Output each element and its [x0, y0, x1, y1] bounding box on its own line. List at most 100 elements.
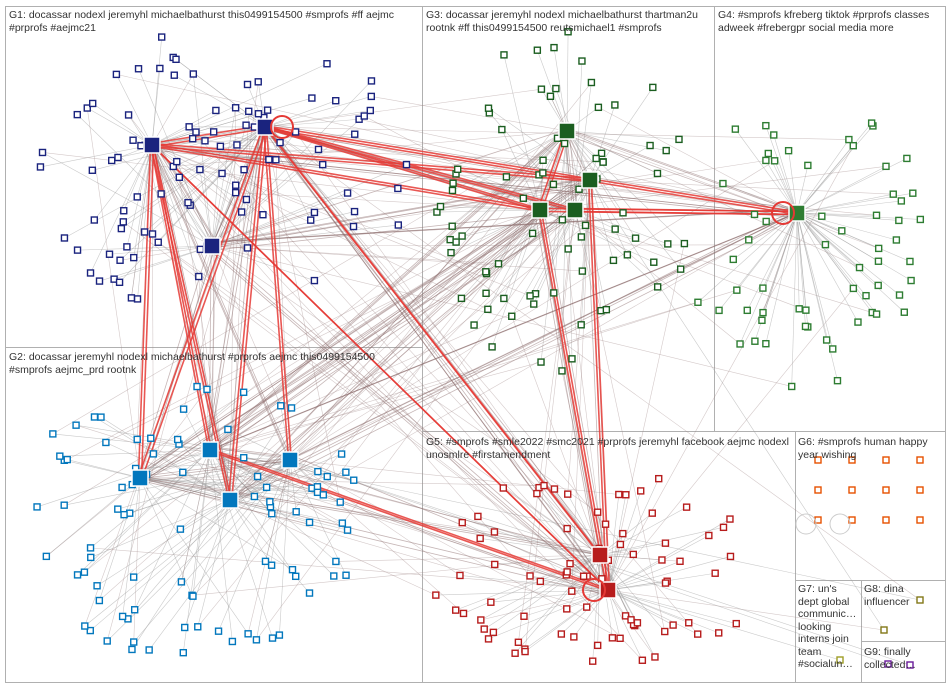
- edge: [762, 212, 798, 289]
- edge: [607, 494, 620, 591]
- node: [189, 70, 198, 78]
- node: [287, 404, 296, 412]
- node: [73, 246, 82, 254]
- node: [231, 104, 240, 112]
- node: [179, 405, 188, 413]
- node: [601, 520, 610, 528]
- node: [394, 221, 403, 229]
- edge: [788, 150, 798, 214]
- node: [42, 552, 51, 561]
- node: [342, 571, 350, 579]
- node: [134, 65, 143, 73]
- red-edges: [137, 124, 799, 593]
- edge: [796, 212, 879, 262]
- node: [682, 503, 691, 511]
- node: [550, 289, 558, 297]
- edge-bundle: [206, 123, 263, 447]
- node: [833, 376, 842, 385]
- edge: [461, 209, 541, 237]
- edge: [116, 74, 153, 146]
- edge: [455, 130, 568, 243]
- node: [651, 653, 659, 661]
- self-loop-g6-b: [829, 513, 851, 535]
- node: [675, 135, 683, 144]
- node: [731, 125, 740, 133]
- node: [916, 486, 924, 494]
- edge: [796, 212, 900, 296]
- edge: [566, 130, 680, 140]
- node: [661, 539, 670, 547]
- node: [578, 57, 586, 65]
- edge: [211, 80, 372, 247]
- edge: [746, 212, 798, 311]
- edge: [796, 193, 894, 214]
- edge: [134, 449, 211, 610]
- node: [432, 591, 440, 599]
- node: [86, 269, 95, 277]
- node: [305, 589, 314, 597]
- edge-bundle: [260, 122, 586, 177]
- edge-bundle: [537, 209, 598, 555]
- edge-bundle: [211, 212, 799, 450]
- node: [874, 281, 882, 290]
- edge: [480, 538, 601, 556]
- edge: [139, 392, 244, 479]
- node: [814, 486, 822, 494]
- edge: [566, 130, 879, 249]
- node: [305, 518, 314, 527]
- edge: [599, 554, 681, 562]
- edge: [151, 63, 328, 146]
- edge: [796, 212, 897, 241]
- edge: [796, 125, 874, 214]
- edge: [211, 146, 221, 247]
- node: [242, 121, 250, 129]
- edge-strong: [150, 142, 539, 210]
- edge: [209, 449, 273, 639]
- edge-bundle: [205, 131, 564, 452]
- node: [484, 104, 493, 112]
- node: [240, 165, 248, 174]
- node: [245, 107, 253, 116]
- node: [631, 234, 640, 242]
- edge: [84, 459, 291, 627]
- node: [599, 158, 607, 166]
- node: [129, 573, 138, 581]
- edge-strong: [140, 128, 268, 480]
- node: [895, 291, 904, 299]
- edge-bundle: [155, 147, 235, 503]
- node: [436, 202, 445, 211]
- node: [719, 179, 727, 188]
- node: [540, 481, 548, 490]
- node: [633, 619, 642, 627]
- edge: [765, 212, 798, 344]
- node: [563, 568, 571, 576]
- node: [533, 489, 541, 498]
- edge: [148, 459, 291, 651]
- edge: [514, 554, 601, 654]
- edge: [119, 126, 266, 261]
- edge: [264, 126, 341, 503]
- edge: [211, 245, 315, 281]
- edge: [607, 589, 643, 661]
- edge: [796, 212, 879, 249]
- node: [83, 104, 91, 112]
- node: [310, 208, 319, 217]
- node: [563, 524, 571, 533]
- edge-bundle: [224, 127, 261, 501]
- node: [268, 634, 277, 642]
- edge: [796, 200, 902, 214]
- edge: [566, 130, 628, 255]
- node: [750, 210, 759, 219]
- node: [705, 531, 713, 540]
- edge-bundle: [566, 134, 576, 214]
- edge-strong: [211, 450, 610, 593]
- edge: [133, 144, 153, 258]
- edge: [566, 31, 569, 132]
- node: [351, 130, 359, 138]
- edge: [566, 130, 658, 174]
- edge: [289, 324, 582, 461]
- edge: [455, 554, 601, 611]
- edge: [529, 209, 576, 297]
- edge-bundle: [213, 183, 594, 454]
